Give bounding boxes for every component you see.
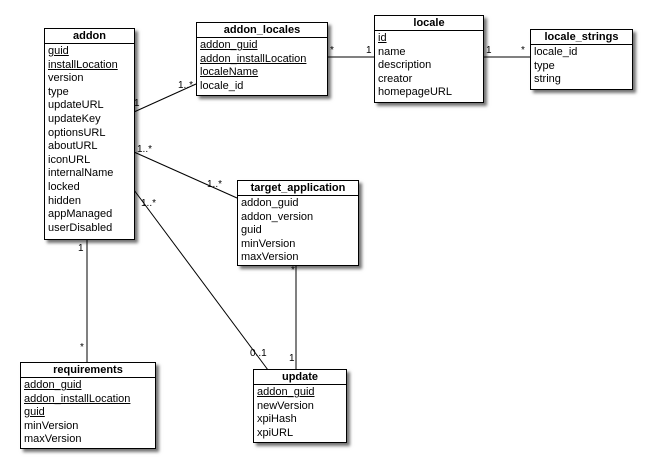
mult-locale-to: 1 xyxy=(366,45,372,56)
attribute-abouturl: aboutURL xyxy=(48,140,98,153)
attribute-string: string xyxy=(534,73,561,86)
attribute-appmanaged: appManaged xyxy=(48,208,113,221)
edge-addon-update xyxy=(133,189,269,371)
attribute-xpihash: xpiHash xyxy=(257,413,297,426)
attribute-maxversion: maxVersion xyxy=(241,251,299,264)
mult-locale-from: * xyxy=(330,45,334,56)
attribute-addon-guid: addon_guid xyxy=(200,39,258,51)
mult-addon-locales-to: 1..* xyxy=(178,80,194,91)
attribute-addon-guid: addon_guid xyxy=(24,379,82,391)
mult-locale-strings-to: * xyxy=(521,45,525,56)
attribute-creator: creator xyxy=(378,72,413,85)
entity-title: update xyxy=(254,370,346,385)
attribute-guid: guid xyxy=(241,224,262,237)
attribute-locale-id: locale_id xyxy=(200,79,244,92)
mult-requirements-to: * xyxy=(80,342,84,353)
entity-title: addon xyxy=(45,29,134,44)
mult-update-to: 0..1 xyxy=(250,348,267,359)
attribute-locked: locked xyxy=(48,180,80,193)
attribute-maxversion: maxVersion xyxy=(24,433,82,446)
mult-requirements-from: 1 xyxy=(78,243,84,254)
attribute-iconurl: iconURL xyxy=(48,153,91,166)
attribute-type: type xyxy=(534,59,555,72)
edge-addon-target-application xyxy=(133,151,238,199)
attribute-userdisabled: userDisabled xyxy=(48,221,113,234)
entity-title: addon_locales xyxy=(197,23,327,38)
mult-target-update-from: * xyxy=(291,265,295,276)
mult-target-application-from: 1..* xyxy=(137,144,153,155)
attribute-internalname: internalName xyxy=(48,167,114,180)
attribute-addon-guid: addon_guid xyxy=(241,197,299,209)
attribute-id: id xyxy=(378,32,387,44)
attribute-homepageurl: homepageURL xyxy=(378,86,452,99)
attribute-addon-installlocation: addon_installLocation xyxy=(200,52,307,65)
attribute-locale-id: locale_id xyxy=(534,46,578,58)
mult-update-from: 1..* xyxy=(141,198,157,209)
attribute-type: type xyxy=(48,85,69,98)
attribute-minversion: minVersion xyxy=(24,419,79,432)
attribute-updatekey: updateKey xyxy=(48,112,101,125)
attribute-guid: guid xyxy=(48,45,69,57)
attribute-optionsurl: optionsURL xyxy=(48,126,106,139)
attribute-hidden: hidden xyxy=(48,194,82,207)
attribute-addon-version: addon_version xyxy=(241,210,314,223)
mult-locale-strings-from: 1 xyxy=(486,45,492,56)
attribute-installlocation: installLocation xyxy=(48,58,118,71)
attribute-xpiurl: xpiURL xyxy=(257,426,294,439)
entity-title: locale_strings xyxy=(531,30,632,45)
attribute-version: version xyxy=(48,72,84,85)
attribute-updateurl: updateURL xyxy=(48,99,104,112)
attribute-newversion: newVersion xyxy=(257,399,314,412)
mult-target-application-to: 1..* xyxy=(207,179,223,190)
entity-title: target_application xyxy=(238,181,358,196)
attribute-minversion: minVersion xyxy=(241,237,296,250)
edge-addon-addon-locales xyxy=(133,83,197,113)
entity-title: locale xyxy=(375,16,483,31)
entity-title: requirements xyxy=(21,363,155,378)
attribute-addon-installlocation: addon_installLocation xyxy=(24,392,131,405)
attribute-name: name xyxy=(378,45,406,58)
attribute-addon-guid: addon_guid xyxy=(257,386,315,398)
mult-addon-locales-from: 1 xyxy=(134,98,140,109)
attribute-localename: localeName xyxy=(200,66,259,79)
attribute-guid: guid xyxy=(24,406,45,419)
attribute-description: description xyxy=(378,59,432,72)
mult-target-update-to: 1 xyxy=(289,353,295,364)
